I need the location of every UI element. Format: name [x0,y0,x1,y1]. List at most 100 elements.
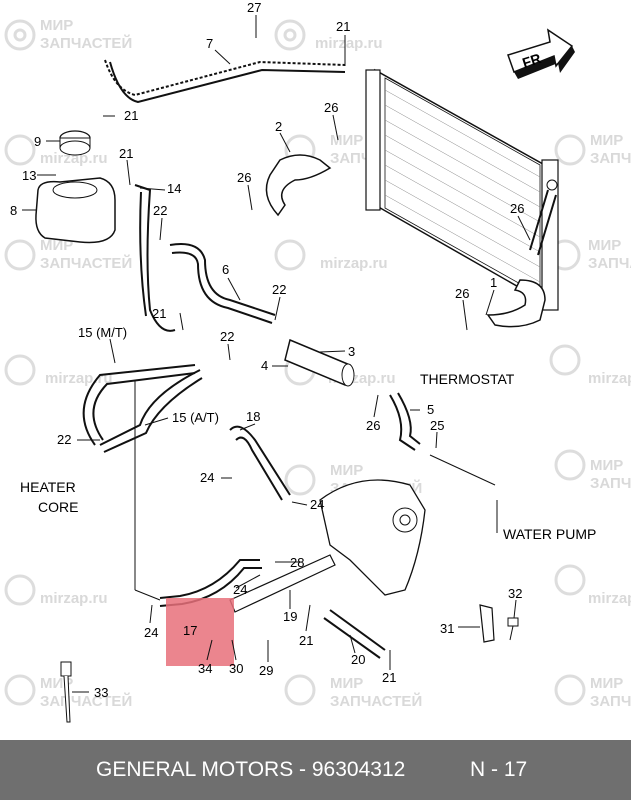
callout-33: 33 [94,685,108,700]
callout-3: 3 [348,344,355,359]
watermark-logo: МИР ЗАПЧАСТЕЙ [4,674,132,710]
callout-22: 22 [220,329,234,344]
fr-label: FR [520,50,543,71]
callout-21: 21 [119,146,133,161]
callout-18: 18 [246,409,260,424]
callout-13: 13 [22,168,36,183]
watermark-text: ЗАПЧАСТЕЙ [40,34,132,52]
callout-26: 26 [510,201,524,216]
callout-27: 27 [247,0,261,15]
callout-34: 34 [198,661,212,676]
cooling-system-diagram: МИР ЗАПЧАСТЕЙ mirzap.ru МИР ЗАПЧАСТЕЙ mi… [4,0,631,723]
watermark-text: МИР [330,132,363,149]
heater-core-caption: HEATER [20,479,76,495]
hose-2 [265,154,332,217]
thermostat-caption: THERMOSTAT [420,371,515,387]
footer-bar: GENERAL MOTORS - 96304312 N - 17 [0,740,631,800]
watermark-logo: mirzap.ru [549,344,631,387]
hose-14-branch [134,184,176,332]
callout-32: 32 [508,586,522,601]
callout-6: 6 [222,262,229,277]
radiator [365,68,559,311]
watermark-logo: МИР ЗАПЧАСТЕЙ [554,132,631,167]
captions: THERMOSTAT HEATER CORE WATER PUMP [20,371,596,542]
watermark-text: ЗАПЧАСТЕЙ [588,254,631,272]
watermark-text: ЗАПЧАСТЕЙ [330,692,422,710]
callout-17: 17 [183,623,197,638]
callout-15-at: 15 (A/T) [172,410,219,425]
hose-15-at [99,369,203,453]
bracket-31 [479,604,495,643]
callout-21: 21 [299,633,313,648]
hose-18 [229,425,291,501]
hose-15-mt [82,364,196,446]
front-direction-arrow: FR [507,28,575,79]
callout-28: 28 [290,555,304,570]
watermark-text: mirzap.ru [320,255,388,272]
watermark-text: МИР [590,675,623,692]
watermark-text: МИР [590,132,623,149]
watermark-text: mirzap.ru [40,150,108,167]
callout-1: 1 [490,275,497,290]
callout-7: 7 [206,36,213,51]
callout-21: 21 [124,108,138,123]
hose-7 [104,59,346,104]
watermark-logo: МИР ЗАПЧАСТЕЙ [554,674,631,710]
watermark-text: МИР [40,237,73,254]
callout-2: 2 [275,119,282,134]
hose-1 [486,279,546,328]
watermark-text: ЗАПЧАСТЕЙ [40,254,132,272]
callout-21: 21 [152,306,166,321]
callout-26: 26 [324,100,338,115]
callout-24: 24 [144,625,158,640]
heater-core-caption: CORE [38,499,78,515]
callout-8: 8 [10,203,17,218]
bolt-32 [507,617,519,641]
callout-21: 21 [382,670,396,685]
callout-15-mt: 15 (M/T) [78,325,127,340]
watermark-text: МИР [588,237,621,254]
watermark-text: mirzap.ru [588,370,631,387]
callout-labels: 27 7 21 21 9 13 21 14 8 22 26 2 26 6 21 … [10,0,524,700]
callout-26: 26 [455,286,469,301]
callout-25: 25 [430,418,444,433]
reservoir-tank-8 [35,177,116,244]
watermark-logo: МИР ЗАПЧАСТЕЙ [554,449,631,492]
thermostat-housing-3 [284,338,355,387]
watermark-text: ЗАПЧАСТЕЙ [590,474,631,492]
watermark-logo: МИР ЗАПЧАСТЕЙ [284,674,422,710]
watermark-logo: mirzap.ru [274,239,388,272]
callout-22: 22 [272,282,286,297]
watermark-text: ЗАПЧАСТЕЙ [590,149,631,167]
watermark-text: ЗАПЧАСТЕЙ [40,692,132,710]
callout-22: 22 [153,203,167,218]
water-pump-caption: WATER PUMP [503,526,596,542]
watermark-logo: mirzap.ru [274,19,383,52]
watermark-logo: МИР ЗАПЧАСТЕЙ [549,237,631,272]
watermark-logo: МИР ЗАПЧАСТЕЙ [4,237,132,272]
watermark-logo: mirzap.ru [554,564,631,607]
reservoir-cap-9 [59,130,91,156]
watermark-text: ЗАПЧАСТЕЙ [590,692,631,710]
watermark-text: МИР [590,457,623,474]
watermark-logo: mirzap.ru [4,354,113,387]
callout-5: 5 [427,402,434,417]
hose-20 [323,609,386,659]
highlighted-part-17-region [166,598,234,666]
watermark-logo: mirzap.ru [4,134,108,167]
tie-strap-33 [60,661,72,723]
hose-6 [169,243,276,324]
callout-26: 26 [237,170,251,185]
watermark-logo: МИР ЗАПЧАСТЕЙ [4,17,132,52]
hose-5 [389,392,421,451]
callout-30: 30 [229,661,243,676]
callout-4: 4 [261,358,268,373]
callout-29: 29 [259,663,273,678]
callout-14: 14 [167,181,181,196]
watermark-logo: mirzap.ru [4,574,108,607]
callout-24: 24 [233,582,247,597]
callout-31: 31 [440,621,454,636]
callout-19: 19 [283,609,297,624]
watermark-text: МИР [330,675,363,692]
manufacturer-part-number: GENERAL MOTORS - 96304312 [96,758,406,781]
